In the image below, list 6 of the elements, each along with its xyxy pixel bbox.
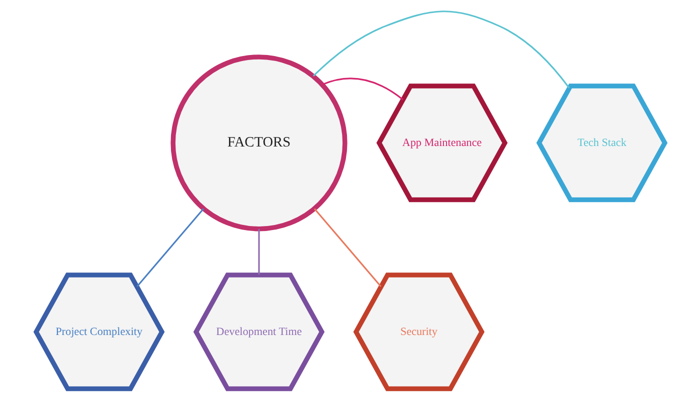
connector <box>313 208 381 288</box>
connector <box>258 228 260 275</box>
connector <box>312 10 570 88</box>
connector <box>136 208 204 288</box>
connector <box>321 78 403 100</box>
node-circle: FACTORS <box>170 54 347 232</box>
